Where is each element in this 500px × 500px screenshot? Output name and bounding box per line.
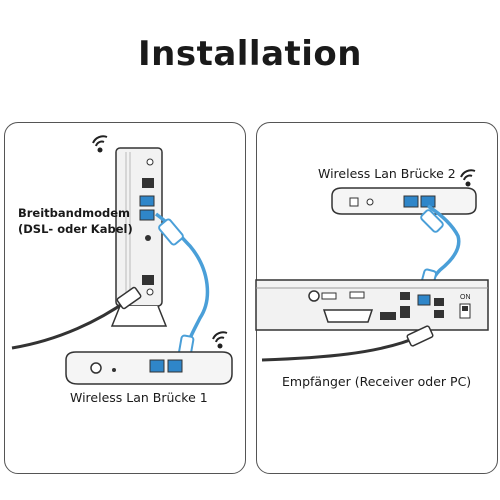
- wifi-icon: [92, 135, 108, 153]
- receiver-device: ON: [255, 279, 489, 331]
- wireless-lan-bridge-1: [65, 351, 233, 385]
- bridge2-label: Wireless Lan Brücke 2: [318, 166, 456, 181]
- modem-label: Breitbandmodem: [18, 206, 130, 220]
- modem-sublabel: (DSL- oder Kabel): [18, 222, 133, 236]
- page-title: Installation: [137, 34, 362, 74]
- wireless-lan-bridge-2: [331, 187, 477, 215]
- switch-on-label: ON: [460, 294, 471, 301]
- ethernet-cable: [154, 212, 210, 360]
- bridge1-label: Wireless Lan Brücke 1: [70, 390, 208, 405]
- receiver-label: Empfänger (Receiver oder PC): [282, 374, 472, 389]
- wifi-icon: [460, 169, 476, 187]
- wifi-icon: [212, 331, 228, 349]
